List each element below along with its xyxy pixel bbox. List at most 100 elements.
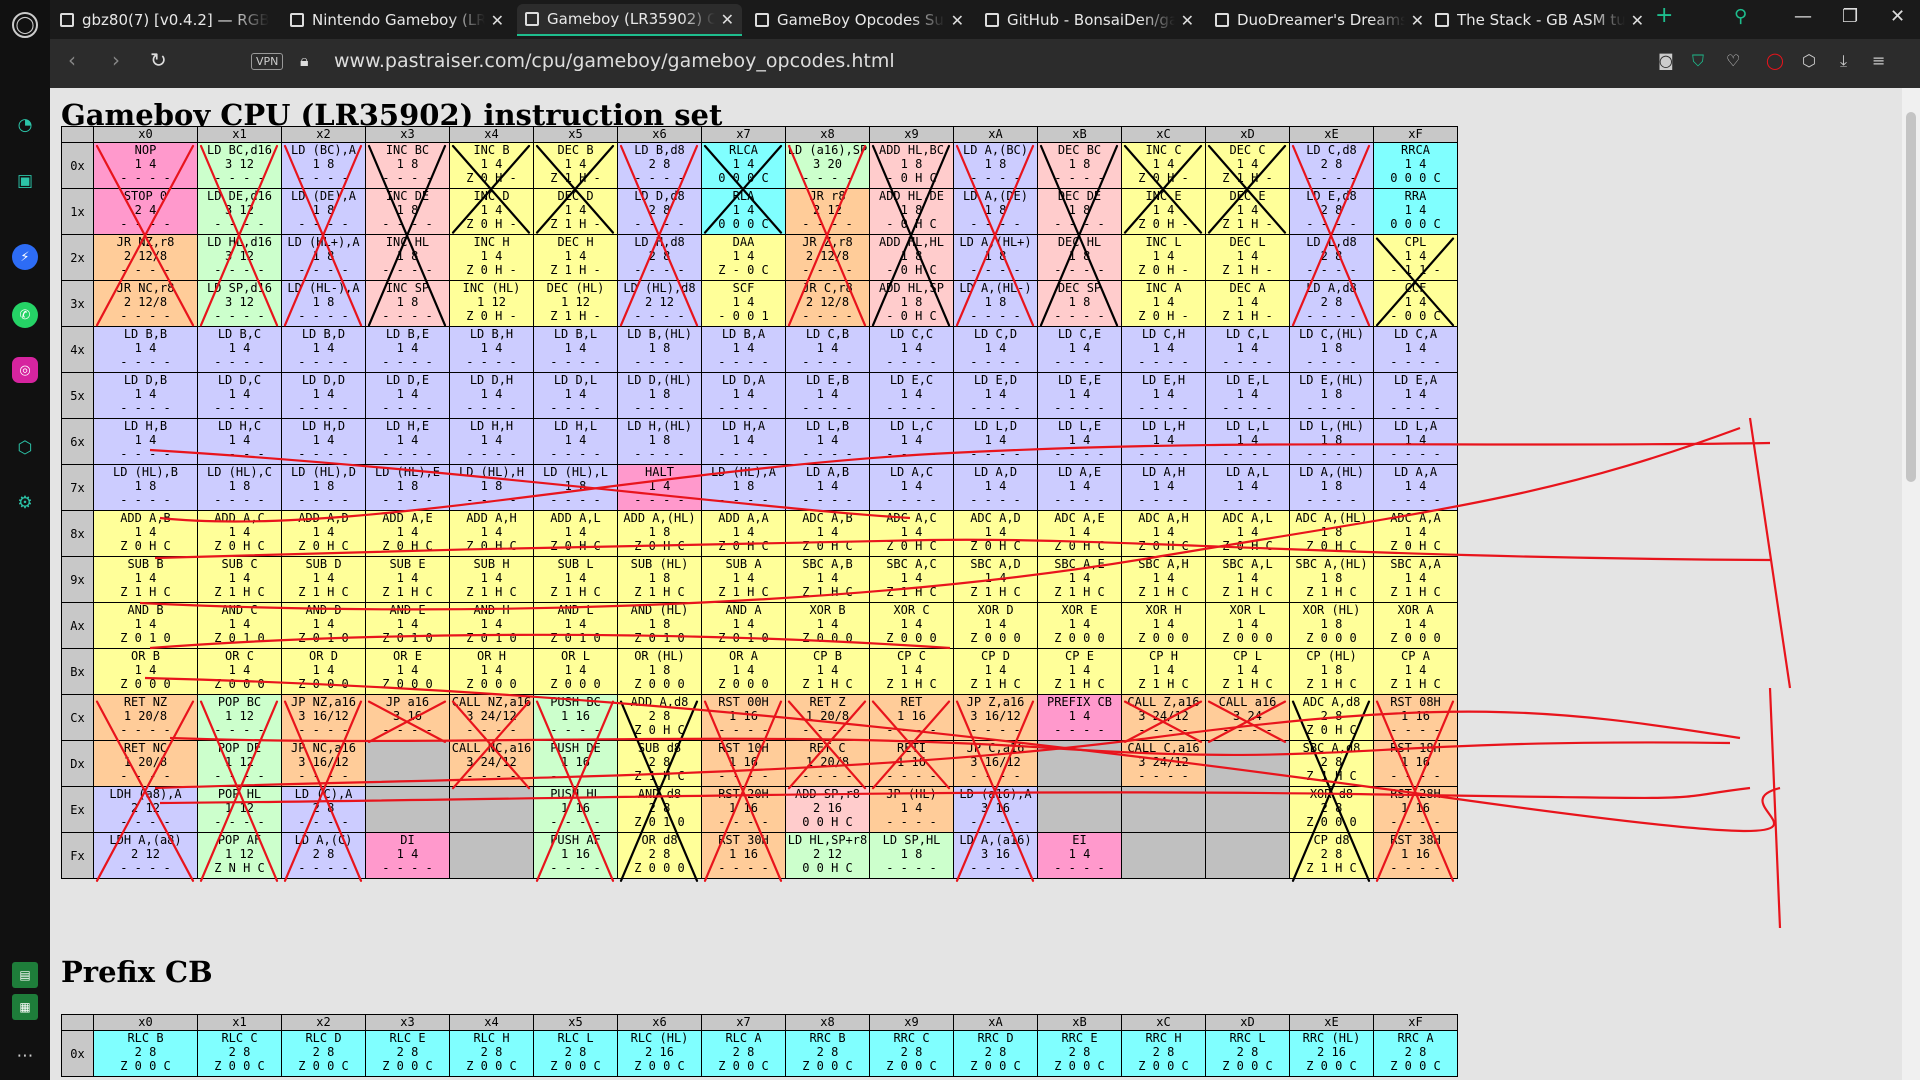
tab-6[interactable]: The Stack - GB ASM tutorial✕ — [1427, 4, 1652, 36]
opcode-cell[interactable] — [449, 786, 534, 833]
whatsapp-icon[interactable]: ✆ — [12, 302, 38, 328]
reload-icon[interactable]: ↻ — [150, 48, 167, 72]
opcode-cell[interactable] — [365, 740, 450, 787]
opcode-cell[interactable]: LD E,(HL)1 8- - - - — [1289, 372, 1374, 419]
opcode-cell[interactable]: LD L,(HL)1 8- - - - — [1289, 418, 1374, 465]
forward-icon[interactable]: › — [112, 48, 120, 72]
speedometer-icon[interactable]: ◔ — [17, 115, 33, 135]
opcode-cell[interactable] — [1205, 740, 1290, 787]
opcode-cell[interactable]: LD A,(BC)1 8- - - - — [953, 142, 1038, 189]
opcode-cell[interactable]: LD D,(HL)1 8- - - - — [617, 372, 702, 419]
opcode-cell[interactable]: LD A,(a16)3 16- - - - — [953, 832, 1038, 879]
close-tab-icon[interactable]: ✕ — [490, 10, 504, 30]
opcode-cell[interactable] — [1037, 740, 1122, 787]
opcode-cell[interactable] — [1121, 832, 1206, 879]
opcode-cell[interactable]: LD A,(DE)1 8- - - - — [953, 188, 1038, 235]
close-tab-icon[interactable]: ✕ — [1410, 10, 1424, 30]
tab-0[interactable]: gbz80(7) [v0.4.2] — RGBDS — [52, 4, 277, 36]
vpn-badge[interactable]: VPN — [251, 53, 284, 70]
opcode-cell[interactable] — [1121, 786, 1206, 833]
cube-icon[interactable]: ⬡ — [17, 438, 33, 458]
